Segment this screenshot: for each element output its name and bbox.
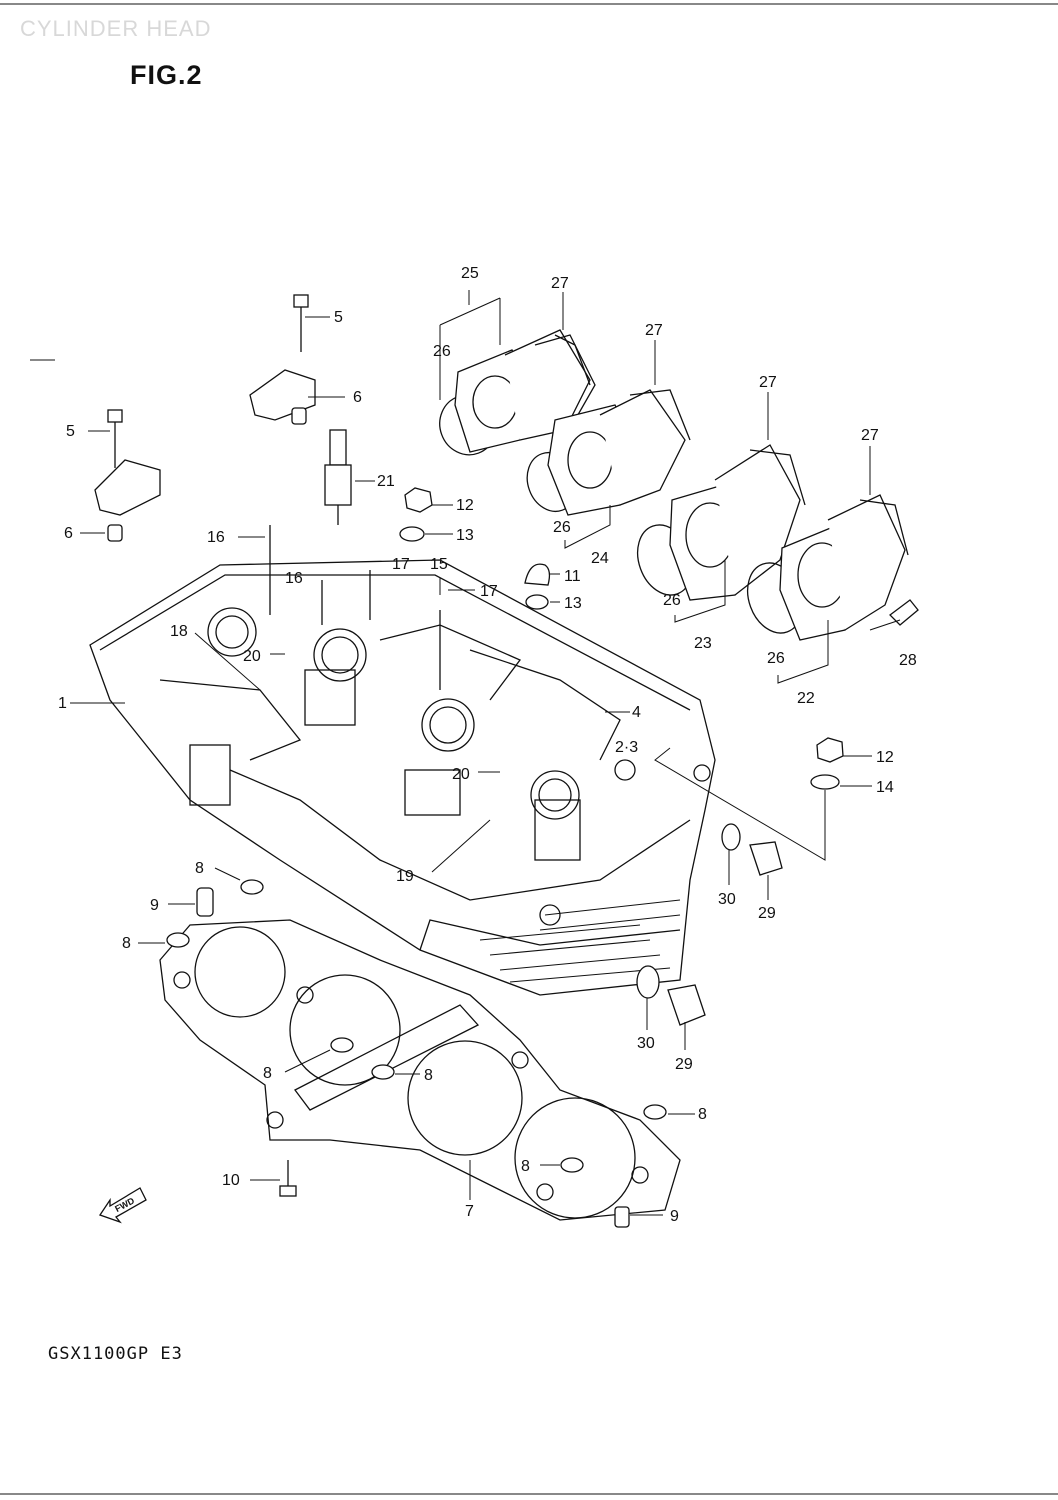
- callout-19: 19: [396, 868, 414, 885]
- callout-26: 26: [663, 592, 681, 609]
- intake-boot-3: [636, 444, 806, 601]
- stud-17: [369, 570, 441, 690]
- callout-29: 29: [758, 905, 776, 922]
- fwd-arrow-icon: FWD: [98, 1187, 147, 1224]
- callout-5: 5: [66, 423, 75, 440]
- callout-1: 1: [58, 695, 67, 712]
- callout-13: 13: [456, 527, 474, 544]
- callout-26: 26: [767, 650, 785, 667]
- figure-title: FIG.2: [130, 60, 203, 90]
- washer-30-upper: [721, 823, 741, 851]
- seal-8-parts: [166, 879, 667, 1173]
- callout-6: 6: [64, 525, 73, 542]
- callout-25: 25: [461, 265, 479, 282]
- callout-28: 28: [899, 652, 917, 669]
- callout-11: 11: [564, 568, 581, 585]
- leader-lines: [30, 290, 901, 1216]
- washer-13-top: [399, 526, 425, 542]
- callout-27: 27: [551, 275, 569, 292]
- plug-29-lower: [667, 984, 706, 1026]
- callout-16: 16: [207, 529, 225, 546]
- callout-22: 22: [797, 690, 815, 707]
- callout-27: 27: [645, 322, 663, 339]
- callout-26: 26: [553, 519, 571, 536]
- callout-27: 27: [759, 374, 777, 391]
- callout-12: 12: [876, 749, 894, 766]
- callout-18: 18: [170, 623, 188, 640]
- callout-29: 29: [675, 1056, 693, 1073]
- callout-9: 9: [150, 897, 159, 914]
- callout-30: 30: [637, 1035, 655, 1052]
- callout-17: 17: [392, 556, 410, 573]
- bolt-5-top: [293, 294, 309, 352]
- intake-boot-2: [526, 389, 691, 516]
- washer-30-lower: [636, 965, 660, 999]
- callout-27: 27: [861, 427, 879, 444]
- dowel-6-left: [107, 524, 123, 542]
- callout-5: 5: [334, 309, 343, 326]
- callout-7: 7: [465, 1203, 474, 1220]
- washer-13-mid: [525, 594, 549, 610]
- cylinder-head-body: [89, 559, 716, 996]
- callout-21: 21: [377, 473, 395, 490]
- callout-8: 8: [122, 935, 131, 952]
- intake-boot-4: [746, 494, 909, 641]
- callout-17: 17: [480, 583, 498, 600]
- head-gasket: [159, 919, 681, 1221]
- dowel-9-parts: [196, 887, 630, 1228]
- washer-14: [810, 774, 840, 790]
- callout-9: 9: [670, 1208, 679, 1225]
- callout-12: 12: [456, 497, 474, 514]
- section-header: CYLINDER HEAD: [20, 16, 212, 41]
- callout-14: 14: [876, 779, 894, 796]
- cam-holder-left: [94, 459, 161, 516]
- cap-11: [524, 563, 551, 586]
- dowel-6-top: [291, 407, 307, 425]
- callout-8: 8: [195, 860, 204, 877]
- bolt-28: [889, 599, 919, 626]
- callout-23: 23: [694, 635, 712, 652]
- spark-plug-21: [324, 429, 352, 525]
- callout-20: 20: [452, 766, 470, 783]
- nut-12-top: [404, 487, 433, 513]
- callout-6: 6: [353, 389, 362, 406]
- callout-24: 24: [591, 550, 609, 567]
- callout-8: 8: [698, 1106, 707, 1123]
- model-code: GSX1100GP E3: [48, 1344, 183, 1364]
- nut-12-right: [816, 737, 844, 763]
- callout-15: 15: [430, 556, 448, 573]
- callout-8: 8: [521, 1158, 530, 1175]
- callout-2-3: 2·3: [615, 739, 638, 756]
- bolt-5-left: [107, 409, 123, 468]
- callout-4: 4: [632, 704, 641, 721]
- callout-8: 8: [424, 1067, 433, 1084]
- intake-boot-1: [439, 329, 596, 456]
- callout-13: 13: [564, 595, 582, 612]
- bolt-10: [279, 1160, 297, 1197]
- callout-20: 20: [243, 648, 261, 665]
- plug-29-upper: [749, 841, 783, 876]
- callout-16: 16: [285, 570, 303, 587]
- stud-16: [269, 525, 323, 625]
- callout-labels: 1 2·3 4 5 5 6 6 7 8 8 8 8 8 8 9 9 10 11 12 12 13 13 14 15 16 16 17…: [58, 265, 917, 1225]
- callout-8: 8: [263, 1065, 272, 1082]
- callout-10: 10: [222, 1172, 240, 1189]
- callout-30: 30: [718, 891, 736, 908]
- callout-26: 26: [433, 343, 451, 360]
